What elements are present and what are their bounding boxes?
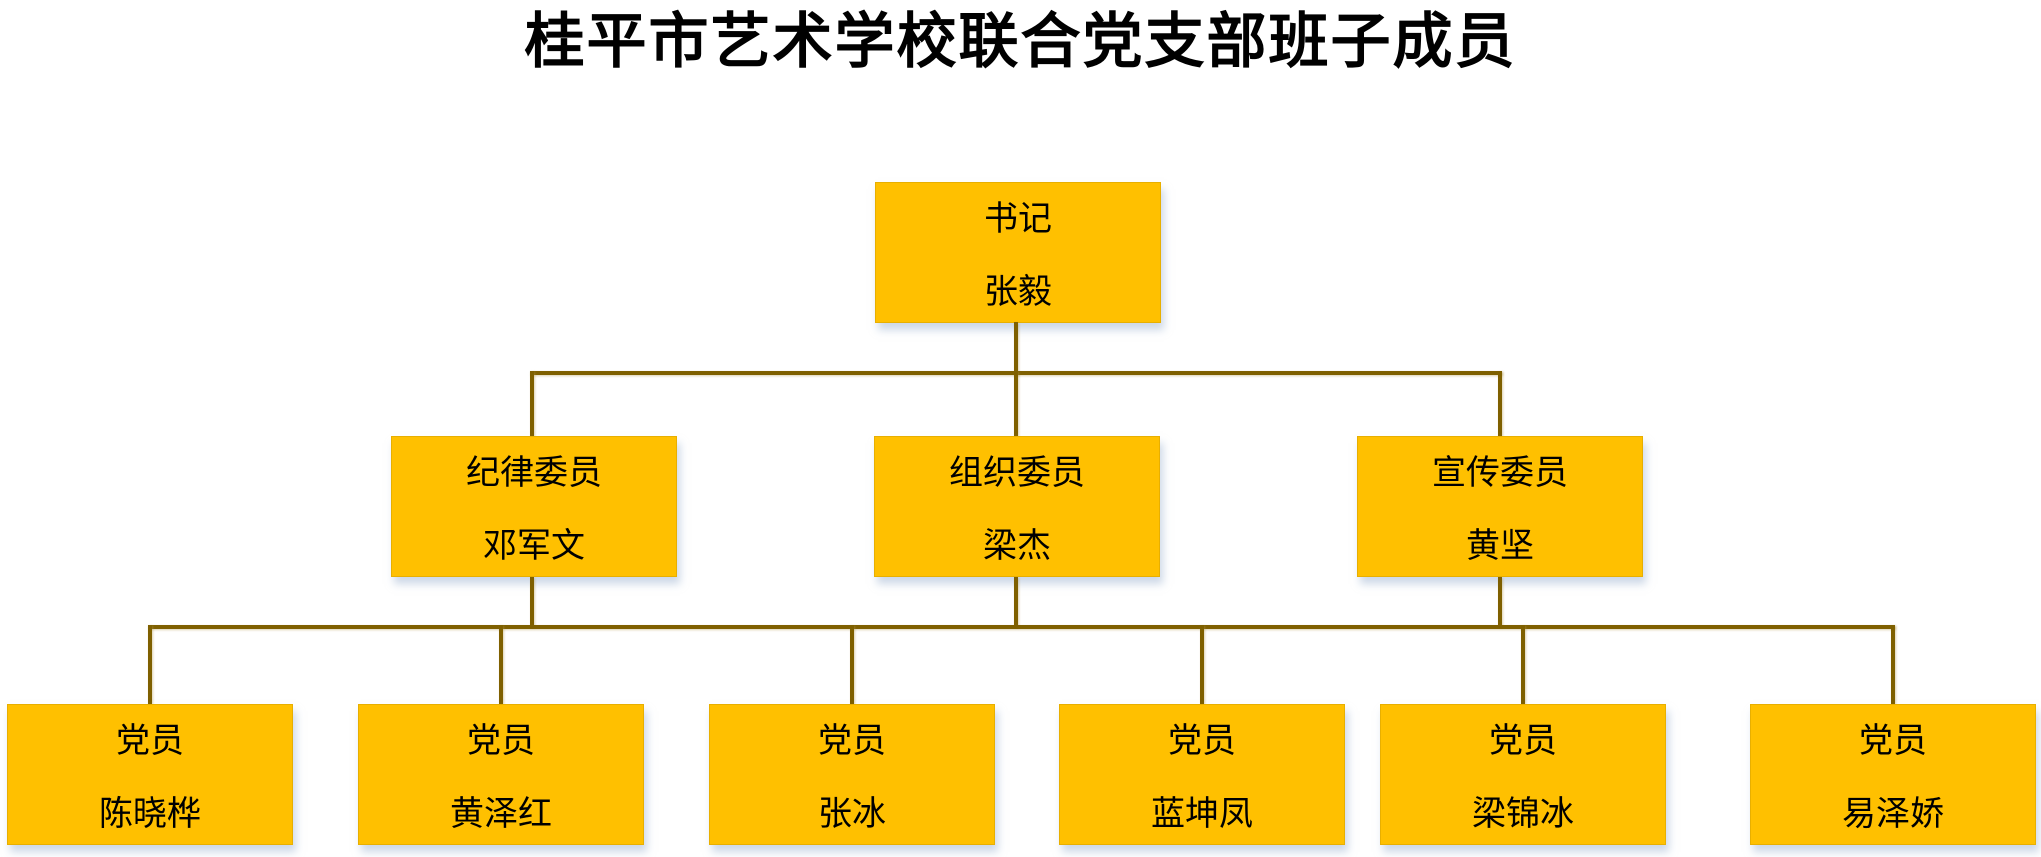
org-node-discipline-member: 纪律委员 邓军文 [391, 436, 677, 577]
node-role: 宣传委员 [1432, 455, 1568, 492]
org-node-party-member-6: 党员 易泽娇 [1750, 704, 2036, 845]
connector-drop-publicity [1498, 371, 1502, 437]
org-node-party-member-1: 党员 陈晓桦 [7, 704, 293, 845]
org-node-party-member-4: 党员 蓝坤凤 [1059, 704, 1345, 845]
page-title: 桂平市艺术学校联合党支部班子成员 [524, 8, 1517, 75]
node-role: 书记 [984, 201, 1052, 238]
node-name: 黄泽红 [450, 796, 552, 833]
connector-feeder-publicity [1498, 577, 1502, 627]
connector-drop-member-2 [499, 625, 503, 704]
connector-rail-level3 [148, 625, 1895, 629]
connector-drop-member-5 [1521, 625, 1525, 704]
node-role: 党员 [1859, 723, 1927, 760]
org-node-party-member-3: 党员 张冰 [709, 704, 995, 845]
org-node-publicity-member: 宣传委员 黄坚 [1357, 436, 1643, 577]
node-role: 组织委员 [949, 455, 1085, 492]
connector-drop-member-6 [1891, 625, 1895, 704]
node-name: 张毅 [984, 274, 1052, 311]
org-node-party-member-2: 党员 黄泽红 [358, 704, 644, 845]
node-name: 易泽娇 [1842, 796, 1944, 833]
node-role: 党员 [818, 723, 886, 760]
node-role: 党员 [467, 723, 535, 760]
connector-drop-member-3 [850, 625, 854, 704]
node-name: 邓军文 [483, 528, 585, 565]
node-name: 梁杰 [983, 528, 1051, 565]
org-node-organization-member: 组织委员 梁杰 [874, 436, 1160, 577]
connector-drop-member-1 [148, 625, 152, 704]
connector-drop-discipline [530, 371, 534, 437]
connector-drop-organization [1014, 371, 1018, 437]
node-role: 纪律委员 [466, 455, 602, 492]
node-role: 党员 [116, 723, 184, 760]
node-name: 陈晓桦 [99, 796, 201, 833]
node-name: 张冰 [818, 796, 886, 833]
node-role: 党员 [1168, 723, 1236, 760]
org-node-party-member-5: 党员 梁锦冰 [1380, 704, 1666, 845]
connector-drop-member-4 [1200, 625, 1204, 704]
node-name: 梁锦冰 [1472, 796, 1574, 833]
node-name: 蓝坤凤 [1151, 796, 1253, 833]
org-node-secretary: 书记 张毅 [875, 182, 1161, 323]
connector-feeder-discipline [530, 577, 534, 627]
node-role: 党员 [1489, 723, 1557, 760]
node-name: 黄坚 [1466, 528, 1534, 565]
connector-root-stem [1014, 322, 1018, 375]
connector-feeder-organization [1014, 577, 1018, 627]
